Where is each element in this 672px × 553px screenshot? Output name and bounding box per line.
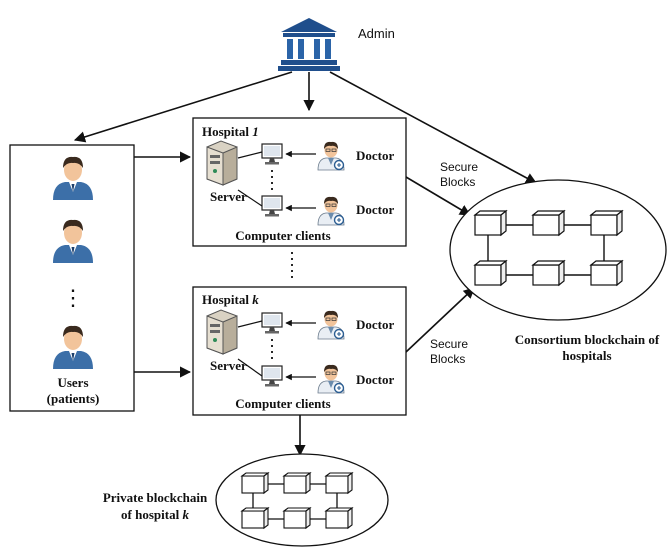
hospital-k-title: Hospital k (202, 292, 259, 307)
server-icon (206, 309, 238, 355)
consortium-blockchain (449, 179, 667, 321)
secure-blocks-arrows (405, 176, 475, 353)
server-link-line (237, 320, 263, 377)
hospital-1-doctor-2: Doctor (356, 202, 394, 217)
consortium-label-line1: Consortium blockchain of (515, 332, 660, 347)
hospital-k-clients-label: Computer clients (235, 396, 330, 411)
users-label: Users (57, 375, 88, 390)
admin-label: Admin (358, 26, 395, 41)
block-icon (241, 472, 269, 494)
hospital-k-panel: Hospital k Server Doctor Doctor Computer… (192, 286, 407, 416)
block-icon (241, 507, 269, 529)
block-icon (474, 260, 507, 286)
private-chain-label-line2: of hospital k (121, 507, 189, 522)
chain-links (252, 483, 338, 520)
block-icon (325, 472, 353, 494)
secure-blocks-1-line1: Secure (440, 160, 478, 174)
hospital-k-doctor-2: Doctor (356, 372, 394, 387)
block-icon (590, 210, 623, 236)
hospital-1-clients-label: Computer clients (235, 228, 330, 243)
block-icon (325, 507, 353, 529)
private-chain-label-line1: Private blockchain (103, 490, 208, 505)
users-ellipsis: ⋮ (62, 285, 84, 310)
block-icon (532, 260, 565, 286)
block-icon (590, 260, 623, 286)
secure-blocks-2-line2: Blocks (430, 352, 465, 366)
block-icon (474, 210, 507, 236)
admin-arrows (73, 71, 537, 184)
secure-blocks-2-line1: Secure (430, 337, 468, 351)
users-panel: ⋮ Users (patients) (9, 144, 135, 412)
hospital-1-title: Hospital 1 (202, 124, 259, 139)
hospital-1-doctor-1: Doctor (356, 148, 394, 163)
block-icon (283, 507, 311, 529)
users-sublabel: (patients) (47, 391, 100, 406)
hospital-k-server-label: Server (210, 358, 247, 373)
hospital-k-doctor-1: Doctor (356, 317, 394, 332)
admin-bank-icon (278, 18, 340, 71)
server-link-line (237, 151, 263, 207)
secure-blocks-1-line2: Blocks (440, 175, 475, 189)
private-blockchain (215, 453, 389, 547)
consortium-label-line2: hospitals (562, 348, 611, 363)
hospital-1-server-label: Server (210, 189, 247, 204)
chain-links (487, 224, 605, 276)
block-icon (532, 210, 565, 236)
users-to-hospital-arrows (134, 151, 192, 378)
server-icon (206, 140, 238, 186)
hospital-1-panel: Hospital 1 Server Doctor Doctor Computer… (192, 117, 407, 247)
block-icon (283, 472, 311, 494)
